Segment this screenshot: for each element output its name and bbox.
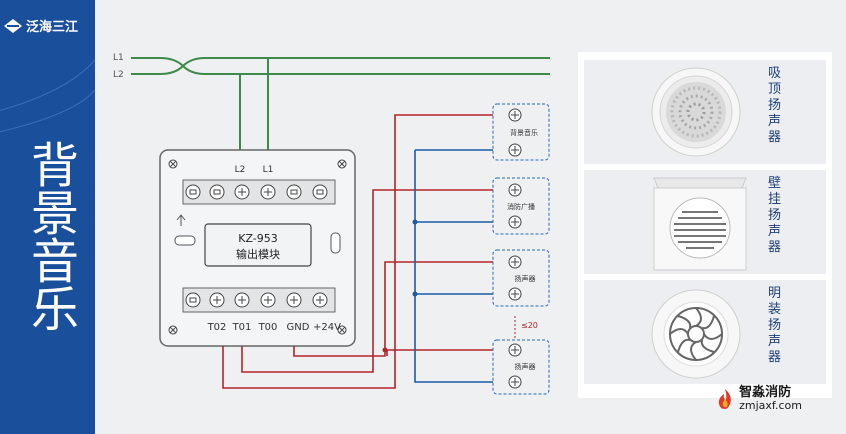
- terminal-label-t02: T02: [207, 322, 227, 333]
- product-card-surface: 明装扬声器: [584, 280, 826, 384]
- flame-logo-icon: [718, 389, 731, 409]
- brand-name: 泛海三江: [26, 20, 79, 35]
- bus-lines: [131, 57, 550, 75]
- limit-note: ≤20: [521, 321, 538, 330]
- wire-junctions-red: [382, 347, 388, 353]
- product-label-wall: 壁挂扬声器: [768, 176, 782, 255]
- module-kz953: L2 L1 KZ-953 输出模块: [159, 149, 356, 347]
- speaker-box-label-3: 扬声器: [515, 274, 536, 283]
- watermark-name: 智淼消防: [739, 385, 792, 400]
- terminal-label-t00: T00: [258, 322, 278, 333]
- speaker-box-3: 扬声器: [492, 249, 550, 307]
- wall-speaker-image: [653, 177, 747, 271]
- ceiling-speaker-image: [651, 67, 741, 157]
- product-card-wall: 壁挂扬声器: [584, 170, 826, 274]
- wire-junctions: [412, 219, 418, 297]
- brand-logo-icon: [4, 18, 22, 33]
- sidebar: 泛海三江 背景音乐: [0, 0, 95, 434]
- product-label-ceiling: 吸顶扬声器: [768, 66, 782, 145]
- watermark-url: zmjaxf.com: [739, 399, 802, 412]
- wiring-diagram: L1 L2 L2 L1: [113, 53, 550, 395]
- terminal-label-24v: +24V: [313, 322, 341, 333]
- speaker-box-label-1: 背景音乐: [510, 128, 538, 137]
- watermark: 智淼消防 zmjaxf.com: [715, 386, 802, 412]
- surface-speaker-image: [651, 289, 741, 379]
- l2-label: L2: [113, 70, 124, 80]
- module-model: KZ-953: [238, 232, 278, 245]
- product-card-ceiling: 吸顶扬声器: [584, 60, 826, 164]
- l1-label: L1: [113, 53, 124, 63]
- speaker-box-label-4: 扬声器: [515, 362, 536, 371]
- terminal-label-gnd: GND: [287, 322, 310, 333]
- sidebar-arc-decoration: [0, 59, 95, 133]
- terminal-label-t01: T01: [232, 322, 252, 333]
- product-photo-panel: 吸顶扬声器 壁挂扬声器 明装扬声器: [578, 52, 832, 398]
- product-label-surface: 明装扬声器: [768, 286, 782, 365]
- terminal-label-top-2: L1: [263, 165, 274, 175]
- page-title: 背景音乐: [22, 140, 78, 332]
- speaker-box-1: 背景音乐: [492, 103, 550, 161]
- terminal-label-top-1: L2: [235, 165, 246, 175]
- speaker-box-label-2: 消防广播: [507, 202, 535, 211]
- brand-logo: 泛海三江: [4, 16, 78, 35]
- speaker-box-4: 扬声器: [492, 339, 550, 395]
- speaker-box-2: 消防广播: [492, 177, 550, 235]
- module-name: 输出模块: [236, 247, 280, 261]
